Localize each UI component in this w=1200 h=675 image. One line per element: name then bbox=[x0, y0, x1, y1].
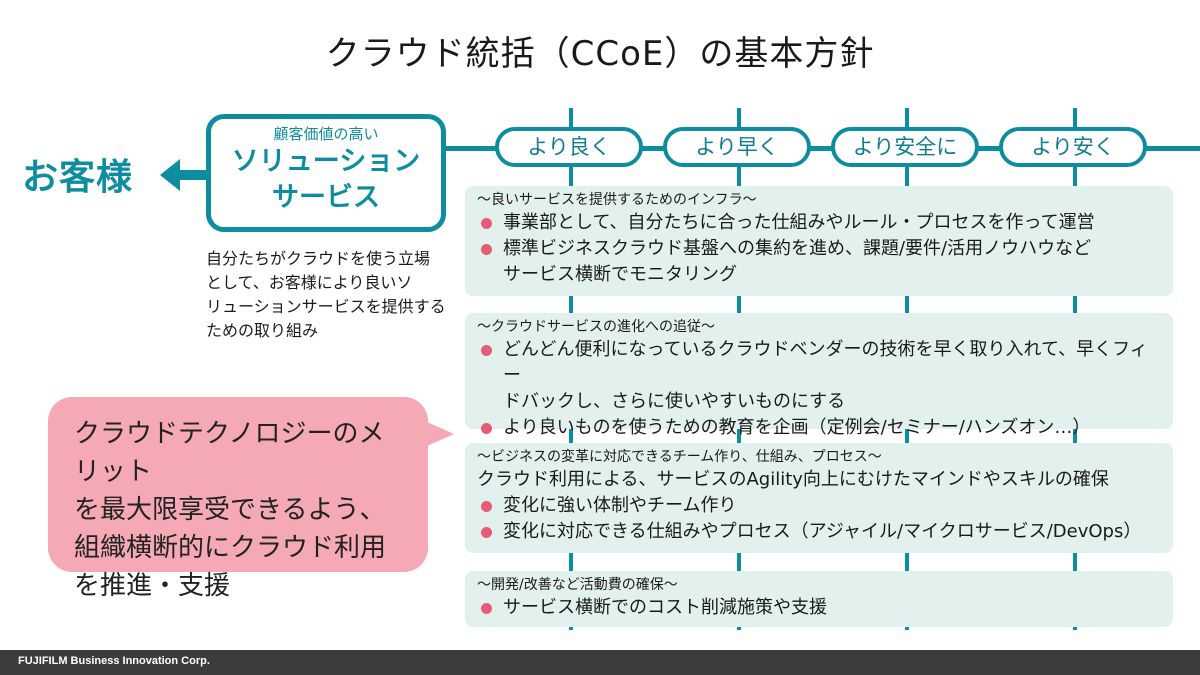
bullet-item: より良いものを使うための教育を企画（定例会/セミナー/ハンズオン…） bbox=[477, 415, 1163, 441]
solution-desc-line: として、お客様により良いソ bbox=[206, 273, 413, 292]
panel-cost: 〜開発/改善など活動費の確保〜 サービス横断でのコスト削減施策や支援 bbox=[465, 571, 1173, 627]
bullet-text: どんどん便利になっているクラウドベンダーの技術を早く取り入れて、早くフィー bbox=[503, 339, 1148, 386]
panel-text: クラウド利用による、サービスのAgility向上にむけたマインドやスキルの確保 bbox=[477, 469, 1109, 490]
bullet-text: 標準ビジネスクラウド基盤への集約を進め、課題/要件/活用ノウハウなど bbox=[503, 238, 1092, 259]
panel-team: 〜ビジネスの変革に対応できるチーム作り、仕組み、プロセス〜 クラウド利用による、… bbox=[465, 443, 1173, 553]
solution-desc-line: ための取り組み bbox=[206, 321, 319, 340]
pill-better: より良く bbox=[495, 127, 643, 167]
solution-title-line2: サービス bbox=[272, 182, 380, 213]
bullet-item: 変化に強い体制やチーム作り bbox=[477, 493, 1163, 519]
bullet-dot-icon bbox=[481, 527, 492, 538]
page-title: クラウド統括（CCoE）の基本方針 bbox=[325, 34, 875, 74]
bubble-line: 組織横断的にクラウド利用 bbox=[74, 533, 387, 563]
solution-description: 自分たちがクラウドを使う立場 として、お客様により良いソ リューションサービスを… bbox=[206, 247, 456, 343]
bullet-dot-icon bbox=[481, 345, 492, 356]
arrow-head-icon bbox=[160, 159, 180, 191]
bubble-line: を推進・支援 bbox=[74, 571, 231, 601]
bullet-item: どんどん便利になっているクラウドベンダーの技術を早く取り入れて、早くフィー bbox=[477, 337, 1163, 389]
bullet-text: 変化に対応できる仕組みやプロセス（アジャイル/マイクロサービス/DevOps） bbox=[503, 521, 1142, 542]
timeline-line bbox=[440, 146, 1200, 151]
bullet-item: 標準ビジネスクラウド基盤への集約を進め、課題/要件/活用ノウハウなど bbox=[477, 236, 1163, 262]
bullet-dot-icon bbox=[481, 423, 492, 434]
bullet-continuation: ドバックし、さらに使いやすいものにする bbox=[503, 391, 846, 412]
solution-desc-line: 自分たちがクラウドを使う立場 bbox=[206, 249, 431, 268]
company-name: FUJIFILM Business Innovation Corp. bbox=[18, 655, 210, 667]
bullet-dot-icon bbox=[481, 603, 492, 614]
arrow-left-icon bbox=[178, 170, 208, 180]
bullet-dot-icon bbox=[481, 218, 492, 229]
panel-heading: 〜ビジネスの変革に対応できるチーム作り、仕組み、プロセス〜 bbox=[477, 449, 882, 465]
footer-bar: FUJIFILM Business Innovation Corp. bbox=[0, 650, 1200, 675]
pill-safer: より安全に bbox=[831, 127, 979, 167]
panel-infrastructure: 〜良いサービスを提供するためのインフラ〜 事業部として、自分たちに合った仕組みや… bbox=[465, 186, 1173, 296]
bubble-line: クラウドテクノロジーのメリット bbox=[74, 419, 385, 487]
solution-title-line1: ソリューション bbox=[231, 146, 421, 177]
bullet-continuation: サービス横断でモニタリング bbox=[503, 264, 737, 285]
bullet-text: より良いものを使うための教育を企画（定例会/セミナー/ハンズオン…） bbox=[503, 417, 1091, 438]
speech-bubble: クラウドテクノロジーのメリット を最大限享受できるよう、 組織横断的にクラウド利… bbox=[48, 397, 428, 601]
panel-heading: 〜クラウドサービスの進化への追従〜 bbox=[477, 319, 715, 335]
panel-evolution: 〜クラウドサービスの進化への追従〜 どんどん便利になっているクラウドベンダーの技… bbox=[465, 313, 1173, 438]
bullet-text: サービス横断でのコスト削減施策や支援 bbox=[503, 597, 827, 618]
bullet-dot-icon bbox=[481, 244, 492, 255]
solution-box: 顧客価値の高い ソリューション サービス bbox=[206, 114, 446, 232]
bullet-item: サービス横断でのコスト削減施策や支援 bbox=[477, 595, 1163, 621]
pill-faster: より早く bbox=[663, 127, 811, 167]
customer-label: お客様 bbox=[22, 157, 134, 198]
bullet-text: 事業部として、自分たちに合った仕組みやルール・プロセスを作って運営 bbox=[503, 212, 1095, 233]
bullet-text: 変化に強い体制やチーム作り bbox=[503, 495, 737, 516]
bullet-item: 事業部として、自分たちに合った仕組みやルール・プロセスを作って運営 bbox=[477, 210, 1163, 236]
bullet-item: 変化に対応できる仕組みやプロセス（アジャイル/マイクロサービス/DevOps） bbox=[477, 519, 1163, 545]
bullet-dot-icon bbox=[481, 501, 492, 512]
panel-heading: 〜開発/改善など活動費の確保〜 bbox=[477, 577, 678, 593]
solution-subtitle: 顧客価値の高い bbox=[273, 125, 379, 143]
panel-heading: 〜良いサービスを提供するためのインフラ〜 bbox=[477, 192, 757, 208]
pill-cheaper: より安く bbox=[999, 127, 1147, 167]
bubble-line: を最大限享受できるよう、 bbox=[74, 495, 386, 525]
solution-desc-line: リューションサービスを提供する bbox=[206, 297, 446, 316]
